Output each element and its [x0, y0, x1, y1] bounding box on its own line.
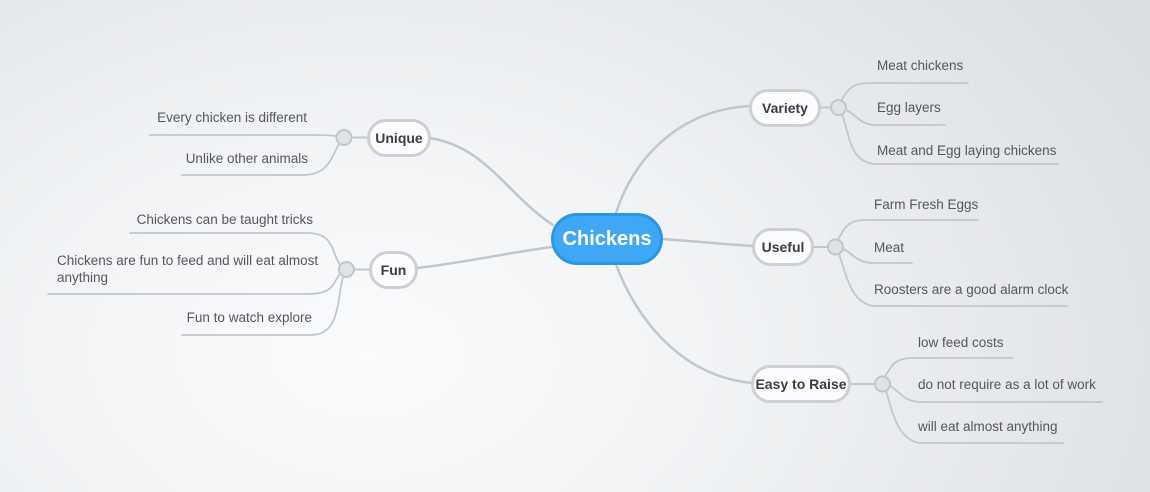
node-useful-label: Useful — [761, 239, 805, 255]
branch-line-fun — [416, 245, 554, 270]
leaf-useful-1[interactable]: Meat — [874, 240, 905, 255]
node-variety-label: Variety — [762, 100, 808, 116]
branch-line-unique — [427, 136, 555, 227]
leaf-fun-1[interactable]: Chickens are fun to feed and will eat al… — [57, 253, 319, 285]
leaf-variety-0[interactable]: Meat chickens — [877, 58, 964, 73]
leaf-line-variety-1 — [845, 109, 946, 126]
node-variety[interactable]: Variety — [749, 89, 821, 127]
leaf-useful-2[interactable]: Roosters are a good alarm clock — [874, 282, 1069, 297]
leaf-unique-1[interactable]: Unlike other animals — [185, 151, 308, 166]
leaf-fun-0[interactable]: Chickens can be taught tricks — [136, 212, 313, 227]
leaf-useful-0[interactable]: Farm Fresh Eggs — [874, 197, 979, 212]
leaf-line-useful-0 — [837, 219, 979, 241]
node-unique-label: Unique — [375, 130, 423, 146]
branch-line-useful — [660, 237, 755, 248]
node-fun[interactable]: Fun — [369, 251, 418, 289]
node-useful[interactable]: Useful — [752, 228, 814, 266]
branch-line-variety — [614, 104, 752, 215]
leaf-line-fun-1 — [47, 273, 341, 295]
leaf-line-unique-1 — [181, 143, 340, 176]
node-easy-to-raise[interactable]: Easy to Raise — [751, 365, 851, 403]
leaf-easy-1[interactable]: do not require as a lot of work — [918, 377, 1096, 392]
collapse-toggle-easy-to-raise[interactable] — [874, 375, 891, 393]
leaf-line-fun-2 — [181, 276, 344, 336]
leaf-line-easy-2 — [885, 390, 1064, 444]
leaf-easy-2[interactable]: will eat almost anything — [918, 419, 1058, 434]
collapse-toggle-variety[interactable] — [830, 99, 847, 116]
node-easy-to-raise-label: Easy to Raise — [755, 376, 847, 392]
root-node-chickens[interactable]: Chickens — [551, 213, 663, 265]
branch-line-easy-to-raise — [614, 262, 754, 385]
leaf-line-unique-0 — [149, 134, 337, 137]
leaf-line-useful-2 — [838, 253, 1068, 307]
leaf-variety-2[interactable]: Meat and Egg laying chickens — [877, 143, 1057, 158]
node-unique[interactable]: Unique — [367, 119, 431, 157]
leaf-variety-1[interactable]: Egg layers — [877, 100, 941, 115]
leaf-line-easy-1 — [889, 385, 1103, 403]
leaf-line-fun-0 — [129, 232, 341, 266]
root-node-label: Chickens — [562, 227, 652, 250]
leaf-line-variety-2 — [841, 113, 1059, 165]
leaf-line-easy-0 — [884, 357, 1014, 378]
leaf-fun-2[interactable]: Fun to watch explore — [186, 310, 312, 325]
leaf-unique-0[interactable]: Every chicken is different — [157, 110, 307, 125]
collapse-toggle-unique[interactable] — [335, 129, 353, 146]
collapse-toggle-useful[interactable] — [827, 238, 844, 256]
node-fun-label: Fun — [380, 262, 407, 278]
leaf-line-useful-1 — [842, 248, 913, 264]
leaf-line-variety-0 — [840, 82, 969, 102]
collapse-toggle-fun[interactable] — [338, 261, 355, 278]
leaf-easy-0[interactable]: low feed costs — [918, 335, 1004, 350]
